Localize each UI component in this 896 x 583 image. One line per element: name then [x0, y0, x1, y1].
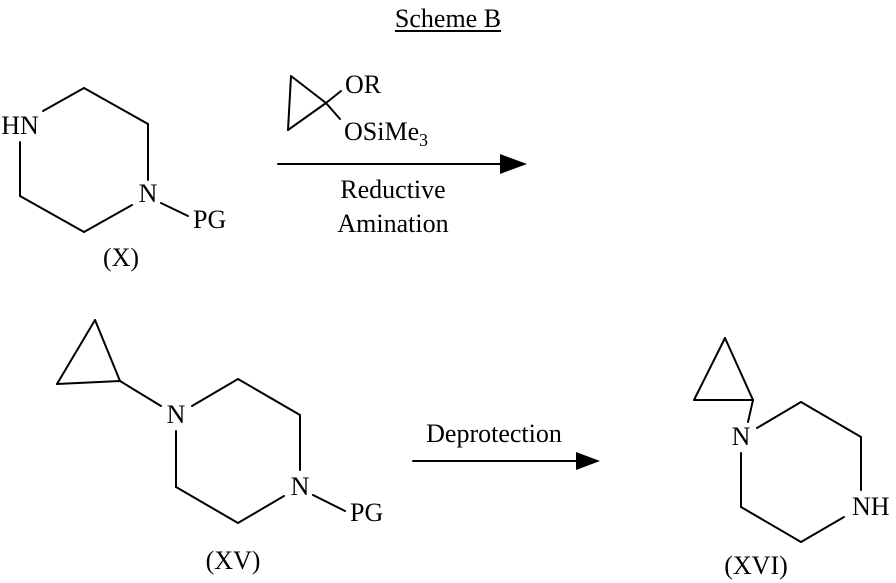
- scheme-title: Scheme B: [394, 4, 502, 33]
- hn-atom-label: HN: [1, 111, 39, 140]
- structure-xv-bonds: [56, 319, 346, 524]
- scheme-title-bar: Scheme B: [0, 4, 896, 34]
- bond: [290, 75, 327, 104]
- bond: [56, 380, 121, 385]
- deprotection-label: Deprotection: [426, 419, 562, 448]
- n-atom-label: N: [291, 472, 310, 501]
- structure-x: HN N PG (X): [1, 87, 226, 272]
- arrow-head: [500, 154, 527, 174]
- bond: [800, 401, 862, 438]
- bond: [756, 401, 802, 429]
- bond: [83, 204, 133, 233]
- condition-label-line1: Reductive: [340, 175, 445, 204]
- bond: [237, 495, 285, 524]
- osime-subscript: 3: [419, 130, 428, 150]
- bond: [724, 337, 754, 401]
- structure-xvi: N NH (XVI): [693, 337, 890, 580]
- condition-label-line2: Amination: [337, 209, 448, 238]
- bond-n-pg: [312, 494, 346, 512]
- bond: [19, 195, 85, 233]
- structure-xvi-bonds: [693, 337, 862, 543]
- reaction-arrow-2: Deprotection: [412, 419, 600, 470]
- bond: [237, 378, 301, 416]
- structure-xv: N N PG (XV): [56, 319, 383, 575]
- structure-x-caption: (X): [103, 243, 139, 272]
- nh-atom-label: NH: [852, 492, 890, 521]
- bond: [94, 319, 121, 382]
- n-atom-label: N: [167, 400, 186, 429]
- bond: [693, 337, 726, 401]
- n-atom-label: N: [139, 179, 158, 208]
- bond: [287, 102, 327, 131]
- bond-to-osime: [325, 102, 341, 120]
- bond: [56, 319, 96, 385]
- bond-to-or: [325, 90, 342, 104]
- pg-group-label: PG: [350, 498, 383, 527]
- bond: [740, 506, 802, 543]
- osime-substituent-label: OSiMe: [344, 117, 419, 146]
- structure-xv-caption: (XV): [206, 546, 261, 575]
- bond: [175, 486, 239, 524]
- reaction-arrow-1: Reductive Amination: [277, 154, 527, 238]
- bond-n-pg: [160, 202, 189, 217]
- bond: [287, 75, 292, 131]
- n-atom-label: N: [732, 422, 751, 451]
- or-substituent-label: OR: [345, 70, 382, 99]
- pg-group-label: PG: [193, 205, 226, 234]
- arrow-head: [576, 452, 600, 470]
- bond: [42, 87, 85, 112]
- reagent-cyclopropane: OR OSiMe 3: [287, 70, 428, 150]
- bond: [800, 516, 845, 543]
- bond: [83, 87, 149, 125]
- structure-xvi-caption: (XVI): [724, 551, 788, 580]
- bond-cyclopropyl-n: [119, 380, 162, 407]
- bond-cyclopropyl-n: [747, 399, 754, 423]
- structure-x-bonds: [19, 87, 189, 233]
- bond: [191, 378, 239, 407]
